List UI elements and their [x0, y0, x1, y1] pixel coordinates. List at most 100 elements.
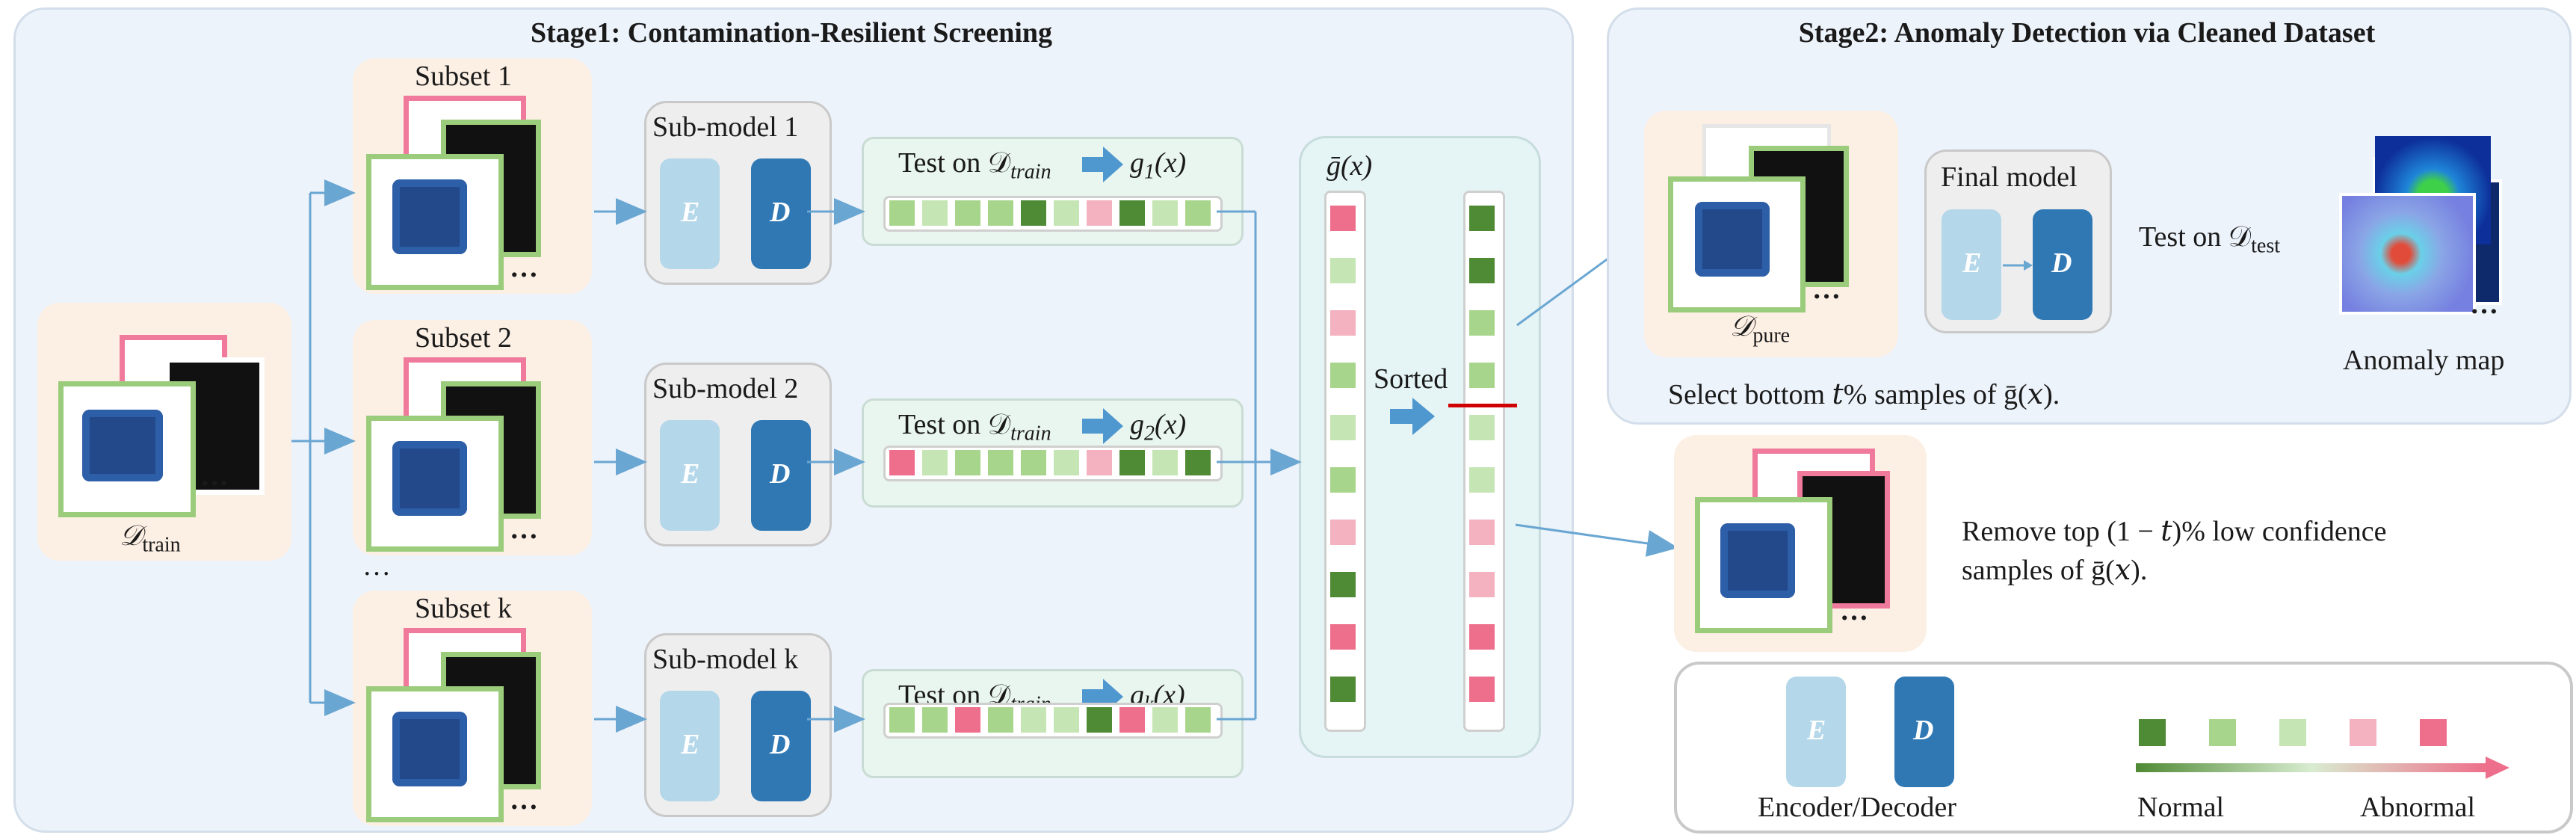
- score-cell: [1469, 363, 1495, 388]
- score-cell: [1054, 200, 1079, 226]
- encoder-letter: E: [681, 197, 700, 228]
- score-cell: [955, 200, 980, 226]
- sorted-label: Sorted: [1374, 363, 1448, 395]
- sub-model-label: Sub-model 1: [652, 111, 799, 143]
- threshold-line: [1448, 404, 1517, 407]
- legend-abnormal-label: Abnormal: [2360, 792, 2476, 823]
- pure-more-dots: …: [1812, 274, 1841, 305]
- score-cell: [889, 707, 915, 733]
- test-on-test-label: Test on 𝒟test: [2139, 221, 2280, 258]
- final-enc-dec-arrow: [2003, 260, 2033, 271]
- test-on-label: Test on 𝒟train: [898, 147, 1051, 184]
- legend-color-swatch: [2420, 719, 2447, 746]
- score-cell: [1021, 450, 1046, 475]
- legend-color-swatch: [2139, 719, 2166, 746]
- train-dataset-label: 𝒟train: [120, 520, 181, 557]
- legend-normal-label: Normal: [2137, 792, 2225, 823]
- stage1-title: Stage1: Contamination-Resilient Screenin…: [530, 17, 1053, 49]
- score-cell: [1087, 450, 1112, 475]
- legend-gradient-arrow-icon: [2136, 757, 2509, 779]
- legend-decoder-block: [1894, 677, 1954, 787]
- subset-more-dots: …: [510, 514, 538, 545]
- score-cell: [1469, 258, 1495, 283]
- stage2-title: Stage2: Anomaly Detection via Cleaned Da…: [1798, 17, 2376, 49]
- pcb-image: [1720, 523, 1795, 598]
- score-cell: [988, 450, 1013, 475]
- score-cell: [1119, 200, 1145, 226]
- legend-encoder-block: [1786, 677, 1846, 787]
- legend-encdec-label: Encoder/Decoder: [1758, 792, 1956, 823]
- pure-dataset-label: 𝒟pure: [1730, 311, 1791, 348]
- score-cell: [1054, 450, 1079, 475]
- final-decoder-letter: D: [2051, 247, 2072, 279]
- score-cell: [988, 707, 1013, 733]
- score-cell: [1469, 206, 1495, 231]
- score-cell: [1330, 415, 1356, 440]
- final-model-label: Final model: [1941, 161, 2078, 193]
- final-decoder-block: [2033, 209, 2092, 320]
- pcb-image: [1695, 202, 1770, 277]
- pcb-image: [82, 410, 163, 481]
- score-cell: [955, 450, 980, 475]
- encoder-block: [660, 691, 720, 801]
- pcb-image: [392, 179, 467, 254]
- score-cell: [1469, 677, 1495, 702]
- score-cell: [1021, 200, 1046, 226]
- decoder-block: [751, 158, 811, 269]
- score-cell: [988, 200, 1013, 226]
- train-more-dots: …: [200, 460, 229, 492]
- decoder-letter: D: [770, 458, 791, 490]
- decoder-block: [751, 420, 811, 531]
- subset-more-dots: …: [510, 784, 538, 816]
- legend-decoder-letter: D: [1913, 715, 1934, 746]
- score-cell: [922, 200, 948, 226]
- score-cell: [1330, 258, 1356, 283]
- g-function-label: g2(x): [1130, 409, 1187, 446]
- final-encoder-letter: E: [1962, 247, 1982, 279]
- encoder-letter: E: [681, 729, 700, 760]
- score-cell: [1119, 450, 1145, 475]
- score-cell: [922, 450, 948, 475]
- score-cell: [922, 707, 948, 733]
- score-cell: [1021, 707, 1046, 733]
- score-cell: [1119, 707, 1145, 733]
- anomaly-map-label: Anomaly map: [2343, 345, 2505, 376]
- score-cell: [1469, 520, 1495, 545]
- select-text: Select bottom 𝑡% samples of ḡ(𝑥).: [1668, 379, 2060, 410]
- score-cell: [1469, 624, 1495, 650]
- pcb-image: [392, 712, 467, 786]
- score-cell: [1087, 707, 1112, 733]
- score-cell: [1469, 415, 1495, 440]
- test-arrow-icon: [1082, 408, 1123, 444]
- score-cell: [1330, 572, 1356, 597]
- pcb-image: [392, 441, 467, 516]
- anomaly-more-dots: …: [2470, 289, 2498, 320]
- remove-text-line2: samples of ḡ(𝑥).: [1962, 555, 2148, 586]
- legend-color-swatch: [2279, 719, 2306, 746]
- decoder-letter: D: [770, 729, 791, 760]
- score-cell: [1330, 624, 1356, 650]
- score-cell: [1330, 520, 1356, 545]
- score-cell: [1152, 707, 1178, 733]
- legend-encoder-letter: E: [1807, 715, 1826, 746]
- subset-label: Subset 1: [415, 61, 512, 92]
- subset-ellipsis: …: [362, 550, 391, 582]
- sub-model-label: Sub-model k: [652, 644, 799, 675]
- legend-color-swatch: [2209, 719, 2236, 746]
- encoder-block: [660, 158, 720, 269]
- subset-label: Subset 2: [415, 322, 512, 354]
- sub-model-label: Sub-model 2: [652, 373, 799, 404]
- score-cell: [1469, 467, 1495, 493]
- subset-label: Subset k: [415, 593, 512, 624]
- score-cell: [1330, 363, 1356, 388]
- final-encoder-block: [1942, 209, 2001, 320]
- score-cell: [1087, 200, 1112, 226]
- score-cell: [1330, 467, 1356, 493]
- test-arrow-icon: [1082, 147, 1123, 182]
- test-on-label: Test on 𝒟train: [898, 409, 1051, 446]
- score-cell: [1185, 707, 1211, 733]
- encoder-block: [660, 420, 720, 531]
- sorted-arrow-icon: [1390, 398, 1435, 435]
- decoder-letter: D: [770, 197, 791, 228]
- score-cell: [1469, 310, 1495, 336]
